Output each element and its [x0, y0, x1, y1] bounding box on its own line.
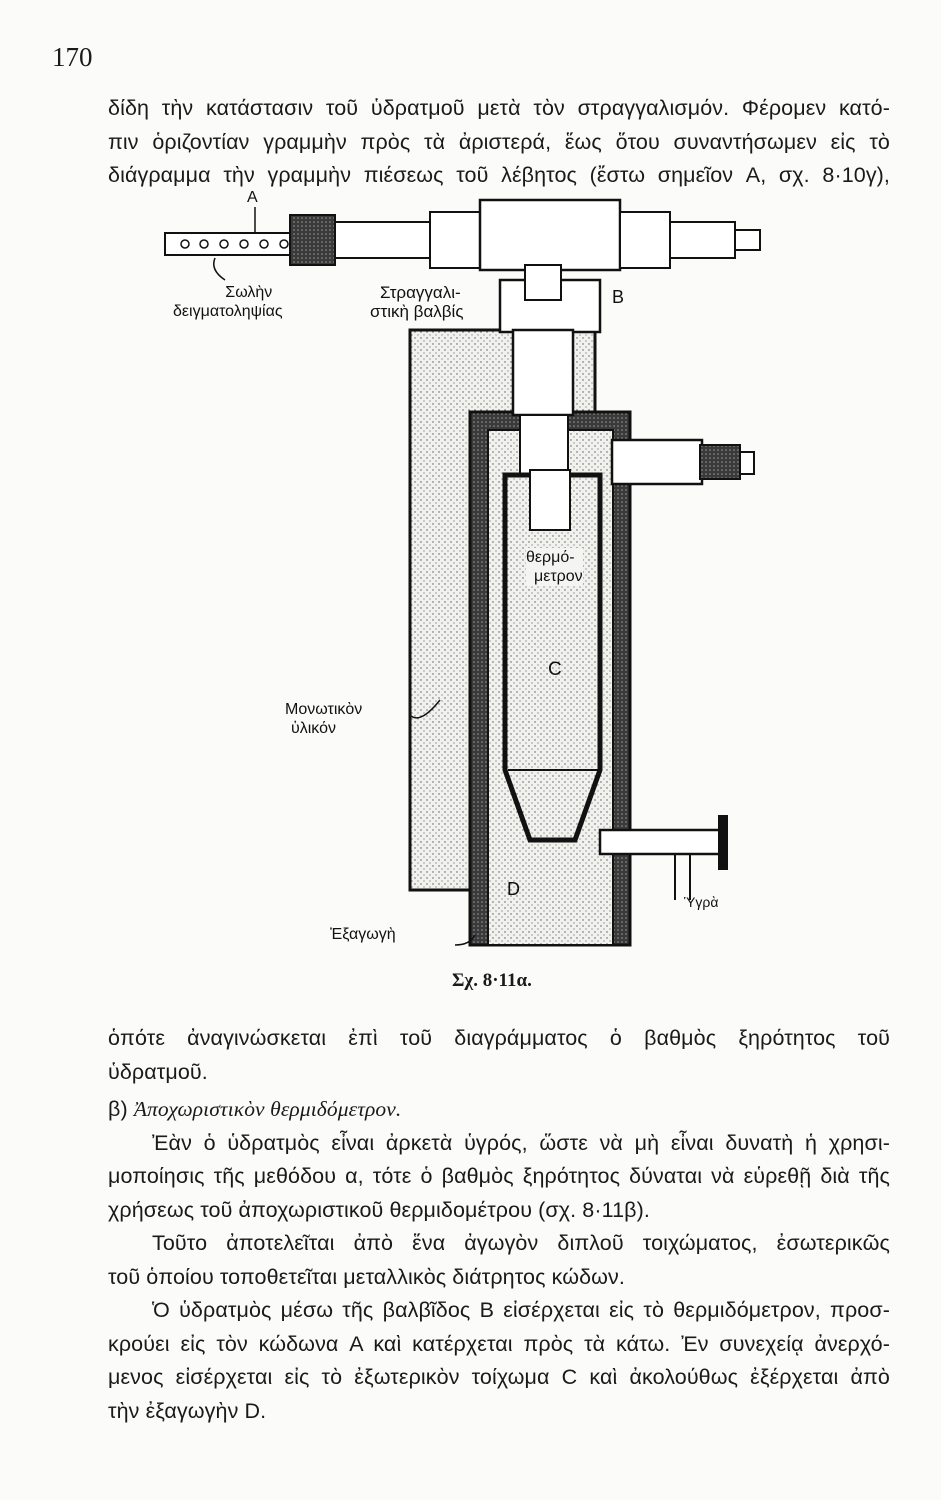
sampling-tube: [164, 198, 761, 272]
text-line: Ἐὰν ὁ ὑδρατμὸς εἶναι ἀρκετὰ ὑγρός, ὥστε …: [152, 1130, 890, 1155]
text-line: μοποίησις τῆς μεθόδου α, τότε ὁ βαθμὸς ξ…: [108, 1164, 890, 1188]
label-c: C: [548, 659, 562, 680]
label-d: D: [507, 879, 520, 899]
label-line: Μονωτικὸν: [285, 701, 363, 718]
label-b: B: [612, 287, 625, 307]
text-line: διάγραμμα τὴν γραμμὴν πιέσεως τοῦ λέβητο…: [108, 163, 890, 187]
text-line: Ὁ ὑδρατμὸς μέσω τῆς βαλβῖδος B εἰσέρχετα…: [152, 1298, 890, 1322]
text-line: πιν ὁριζοντίαν γραμμὴν πρὸς τὰ ἀριστερά,…: [108, 129, 890, 154]
section-heading: β) Ἀποχωριστικὸν θερμιδόμετρον.: [108, 1093, 890, 1127]
label-line: ὑλικόν: [291, 720, 337, 737]
text-line: δίδη τὴν κατάστασιν τοῦ ὑδρατμοῦ μετὰ τὸ…: [108, 96, 890, 120]
calorimeter-diagram: [164, 198, 761, 947]
label-line: Σωλὴν: [225, 284, 273, 301]
page-number: 170: [52, 42, 93, 72]
heading-title: Ἀποχωριστικὸν θερμιδόμετρον.: [133, 1097, 402, 1121]
sampling-tube-label: Σωλὴν δειγματοληψίας: [173, 283, 283, 321]
label-line: Στραγγαλι-: [380, 283, 461, 302]
body-text: ὁπότε ἀναγινώσκεται ἐπὶ τοῦ διαγράμματος…: [108, 1022, 890, 1428]
drain-valve: [598, 828, 722, 856]
insulation-label: Μονωτικὸν ὑλικόν: [285, 700, 362, 738]
text-line: κρούει εἰς τὸν κώδωνα A καὶ κατέρχεται π…: [108, 1331, 890, 1356]
throttle-valve-label: Στραγγαλι- στικὴ βαλβίς: [370, 283, 464, 321]
label-line: μετρον: [534, 568, 583, 585]
top-paragraph: δίδη τὴν κατάστασιν τοῦ ὑδρατμοῦ μετὰ τὸ…: [108, 92, 890, 193]
text-line: τοῦ ὁποίου τοποθετεῖται μεταλλικὸς διάτρ…: [108, 1264, 625, 1289]
thermometer-nut: [610, 438, 704, 486]
text-line: Τοῦτο ἀποτελεῖται ἀπὸ ἕνα ἀγωγὸν διπλοῦ …: [152, 1231, 890, 1255]
figure-caption: Σχ. 8·11α.: [452, 970, 532, 991]
label-line: θερμό-: [526, 549, 575, 566]
text-line: μενος εἰσέρχεται εἰς τὸ ἐξωτερικὸν τοίχω…: [108, 1365, 890, 1389]
text-line: ὑδρατμοῦ.: [108, 1059, 208, 1084]
label-line: στικὴ βαλβίς: [370, 302, 464, 321]
label-line: δειγματοληψίας: [173, 303, 283, 320]
text-line: τὴν ἐξαγωγὴν D.: [108, 1398, 267, 1423]
text-line: χρήσεως τοῦ ἀποχωριστικοῦ θερμιδομέτρου …: [108, 1197, 650, 1222]
heading-prefix: β): [108, 1097, 128, 1121]
outlet-label: Ἐξαγωγὴ: [330, 926, 396, 943]
text-line: ὁπότε ἀναγινώσκεται ἐπὶ τοῦ διαγράμματος…: [108, 1026, 890, 1050]
liquid-label: Ὑγρὰ: [684, 894, 719, 910]
label-a: A: [247, 189, 258, 206]
thermometer-label: θερμό- μετρον: [526, 548, 583, 586]
